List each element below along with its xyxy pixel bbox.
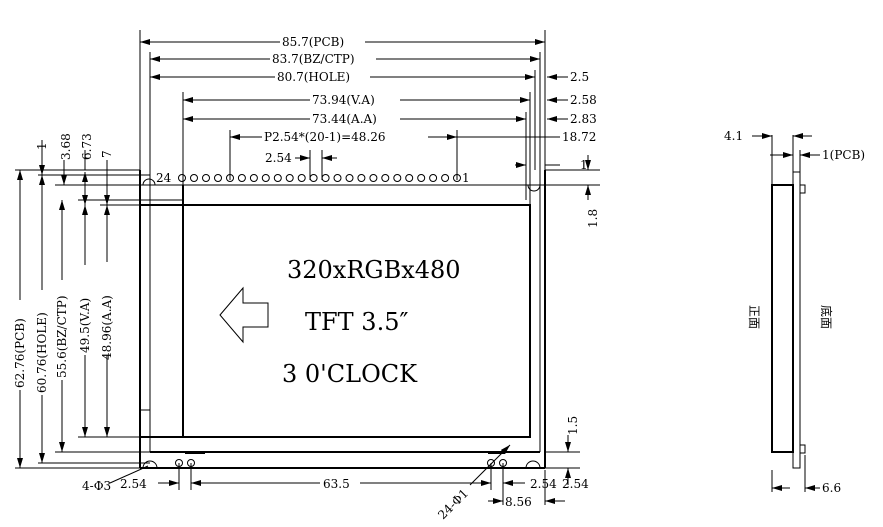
top-pin	[190, 174, 198, 182]
dim-va-width: 73.94(V.A)	[312, 93, 375, 107]
dim-pcb-width: 85.7(PCB)	[282, 35, 344, 49]
top-pin	[381, 174, 390, 182]
dim-top-3-68: 3.68	[59, 133, 73, 160]
display-content: 320xRGBx480 TFT 3.5″ 3 0'CLOCK	[219, 256, 461, 388]
pin-row	[178, 174, 461, 182]
top-pin	[369, 174, 378, 182]
top-pin	[285, 174, 294, 182]
dim-pcb-height: 62.76(PCB)	[13, 318, 27, 388]
dim-top-7: 7	[100, 150, 114, 158]
arrow-left-icon	[219, 286, 269, 344]
dim-right-2-83: 2.83	[570, 112, 597, 126]
top-dimensions: 85.7(PCB) 83.7(BZ/CTP) 80.7(HOLE) 73.94(…	[140, 35, 545, 165]
dim-va-height: 49.5(V.A)	[78, 298, 92, 353]
dim-span: 63.5	[323, 477, 350, 491]
top-pin	[249, 174, 258, 182]
dim-pin-pitch: 2.54	[265, 151, 292, 165]
display-orientation: 3 0'CLOCK	[282, 360, 418, 388]
side-view: 4.1 1(PCB) 正面 底面 6.6	[724, 129, 865, 495]
dim-mount-holes: 4-Φ3	[82, 479, 111, 493]
dim-hole-width: 80.7(HOLE)	[277, 70, 350, 84]
top-pin	[441, 174, 450, 182]
top-pin	[417, 174, 426, 182]
top-pin	[226, 174, 234, 182]
top-pin	[273, 174, 282, 182]
right-dimensions: 2.5 2.58 2.83 18.72 1 1.8 1.5	[457, 70, 600, 485]
label-back: 底面	[819, 305, 834, 329]
top-pin	[321, 174, 330, 182]
dim-right-1-5: 1.5	[566, 416, 580, 435]
top-pin	[261, 174, 270, 182]
dim-top-6-73: 6.73	[80, 133, 94, 160]
dim-left-pitch: 2.54	[120, 477, 147, 491]
top-pin	[405, 174, 414, 182]
display-type: TFT 3.5″	[305, 308, 408, 336]
label-front: 正面	[747, 305, 761, 329]
mount-hole	[142, 460, 158, 469]
top-pin	[429, 174, 438, 182]
dim-right-pitch: 2.54	[530, 477, 557, 491]
top-pin	[178, 174, 186, 182]
dim-pin-holes: 24-Φ1	[435, 486, 471, 522]
top-pin	[345, 174, 354, 182]
bottom-dimensions: 4-Φ3 2.54 63.5 2.54 8.56 2.54 24-Φ1	[82, 444, 589, 522]
dim-side-pcb: 1(PCB)	[822, 148, 865, 162]
dim-right-2-5: 2.5	[570, 70, 589, 84]
dim-right-offset: 8.56	[505, 495, 532, 509]
top-pin	[297, 174, 306, 182]
top-pin	[202, 174, 210, 182]
display-resolution: 320xRGBx480	[287, 256, 461, 284]
dim-bz-ctp-height: 55.6(BZ/CTP)	[55, 295, 69, 378]
lcd-module-outline: 24 1	[139, 170, 546, 469]
dim-aa-width: 73.44(A.A)	[312, 112, 377, 126]
dim-right-1: 1	[580, 158, 588, 172]
top-pin	[393, 174, 402, 182]
top-pin	[333, 174, 342, 182]
dim-pin-pitch-total: P2.54*(20-1)=48.26	[264, 130, 386, 144]
dim-right-2-54: 2.54	[562, 477, 589, 491]
dim-right-2-58: 2.58	[570, 93, 597, 107]
dim-bz-ctp-width: 83.7(BZ/CTP)	[272, 52, 355, 66]
active-area	[182, 204, 531, 438]
pin-label-24: 24	[156, 171, 172, 185]
top-pin	[214, 174, 222, 182]
mount-hole	[142, 178, 156, 186]
dim-right-1-8: 1.8	[586, 209, 600, 228]
dim-side-thickness: 4.1	[724, 129, 743, 143]
pin-label-1: 1	[462, 171, 470, 185]
top-pin	[309, 174, 318, 182]
top-pin	[237, 174, 246, 182]
dim-hole-height: 60.76(HOLE)	[35, 312, 49, 393]
top-pin	[357, 174, 366, 182]
top-pin	[453, 174, 461, 182]
dim-right-18-72: 18.72	[562, 130, 596, 144]
dim-top-1: 1	[35, 142, 49, 150]
dim-aa-height: 48.96(A.A)	[100, 295, 114, 360]
dim-side-bottom: 6.6	[822, 481, 841, 495]
